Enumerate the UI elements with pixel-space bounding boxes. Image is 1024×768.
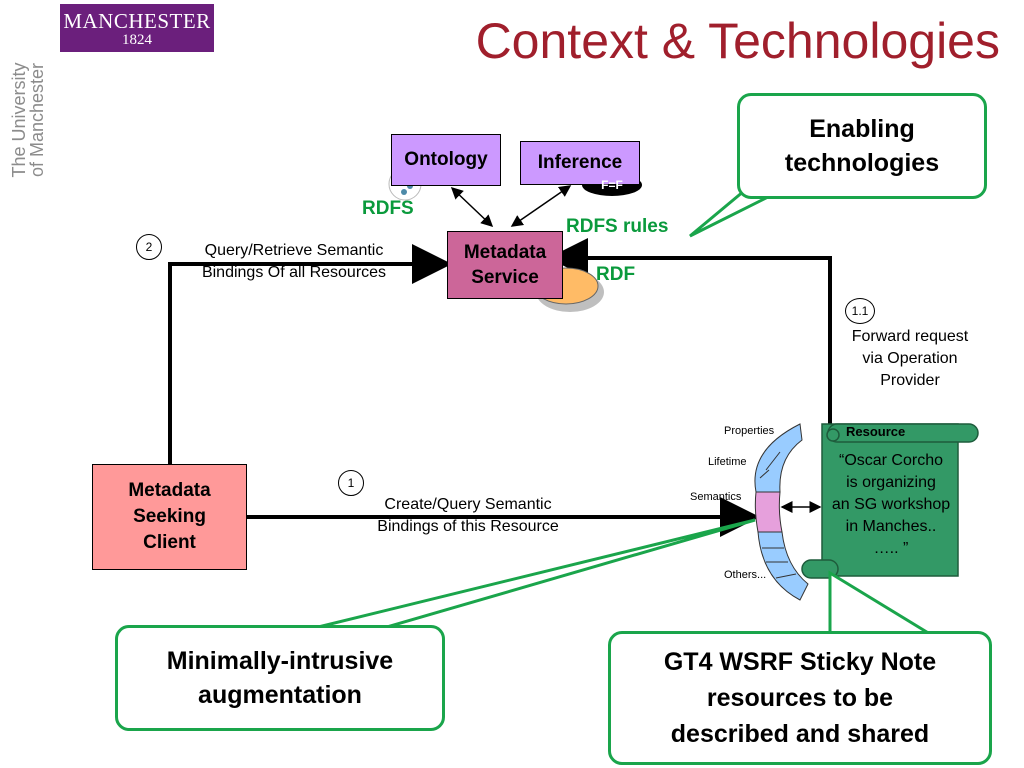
rdfs-label: RDFS xyxy=(362,198,414,219)
metadata-service-line-2: Service xyxy=(471,267,539,288)
resource-content: “Oscar Corcho is organizing an SG worksh… xyxy=(818,450,964,560)
gt4-line-1: GT4 WSRF Sticky Note xyxy=(663,648,937,676)
resource-line-1: “Oscar Corcho xyxy=(838,452,944,469)
minimally-line-1: Minimally-intrusive xyxy=(166,647,394,675)
gt4-callout-pointer xyxy=(828,570,931,636)
step-1-label: Create/Query Semantic Bindings of this R… xyxy=(350,494,586,538)
lifetime-label: Lifetime xyxy=(708,456,747,468)
rdfs-rules-label: RDFS rules xyxy=(566,216,669,237)
step-1-1-line-2: via Operation xyxy=(862,350,958,367)
operation-provider-shape xyxy=(754,423,809,601)
client-line-2: Seeking xyxy=(133,506,206,527)
others-label: Others... xyxy=(724,569,767,581)
properties-label: Properties xyxy=(724,425,775,437)
step-1-line-2: Bindings of this Resource xyxy=(377,518,559,535)
minimally-line-2: augmentation xyxy=(198,681,362,709)
step-2-badge: 2 xyxy=(136,234,162,260)
metadata-service-box: Metadata Service xyxy=(447,231,563,299)
rdf-label: RDF xyxy=(596,264,636,285)
ontology-box: Ontology xyxy=(391,134,501,186)
client-line-1: Metadata xyxy=(128,480,211,501)
resource-header: Resource xyxy=(846,424,906,439)
step-1-1-badge: 1.1 xyxy=(845,298,875,324)
resource-scroll-shape xyxy=(801,423,979,579)
gt4-line-3: described and shared xyxy=(670,720,930,748)
enabling-line-2: technologies xyxy=(784,149,940,177)
enabling-technologies-callout: Enabling technologies xyxy=(737,93,987,199)
resource-line-4: in Manches.. xyxy=(845,518,937,535)
client-line-3: Client xyxy=(143,532,196,553)
step-1-1-label: Forward request via Operation Provider xyxy=(832,326,988,392)
slide-title: Context & Technologies xyxy=(475,13,1000,69)
enabling-line-1: Enabling xyxy=(809,115,915,143)
step-2-line-2: Bindings Of all Resources xyxy=(201,264,387,281)
logo-name: MANCHESTER xyxy=(63,9,211,33)
logo-year: 1824 xyxy=(122,32,152,48)
minimally-intrusive-callout: Minimally-intrusive augmentation xyxy=(115,625,445,731)
inference-glyph: F=F xyxy=(601,178,623,192)
university-line-2: of Manchester xyxy=(27,62,47,178)
semantics-label: Semantics xyxy=(690,491,742,503)
metadata-service-line-1: Metadata xyxy=(463,242,547,263)
forward-request-arrow xyxy=(548,238,832,424)
resource-line-2: is organizing xyxy=(846,474,936,491)
gt4-wsrf-callout: GT4 WSRF Sticky Note resources to be des… xyxy=(608,631,992,765)
step-1-1-line-3: Provider xyxy=(880,372,940,389)
step-1-badge: 1 xyxy=(338,470,364,496)
resource-line-3: an SG workshop xyxy=(831,496,951,513)
university-line-1: The University xyxy=(9,62,29,178)
step-1-line-1: Create/Query Semantic xyxy=(384,496,552,513)
university-logo: MANCHESTER 1824 xyxy=(60,4,214,52)
inference-service-arrow xyxy=(510,185,572,227)
university-wordmark: The University of Manchester xyxy=(9,50,47,190)
inference-box: Inference xyxy=(520,141,640,185)
gt4-line-2: resources to be xyxy=(706,684,894,712)
step-2-line-1: Query/Retrieve Semantic xyxy=(204,242,384,259)
resource-line-5: ….. ” xyxy=(873,540,909,557)
ontology-service-arrow xyxy=(450,186,494,228)
query-retrieve-arrow xyxy=(168,244,452,464)
step-2-label: Query/Retrieve Semantic Bindings Of all … xyxy=(176,240,412,284)
metadata-seeking-client-box: Metadata Seeking Client xyxy=(92,464,247,570)
step-1-1-line-1: Forward request xyxy=(851,328,969,345)
